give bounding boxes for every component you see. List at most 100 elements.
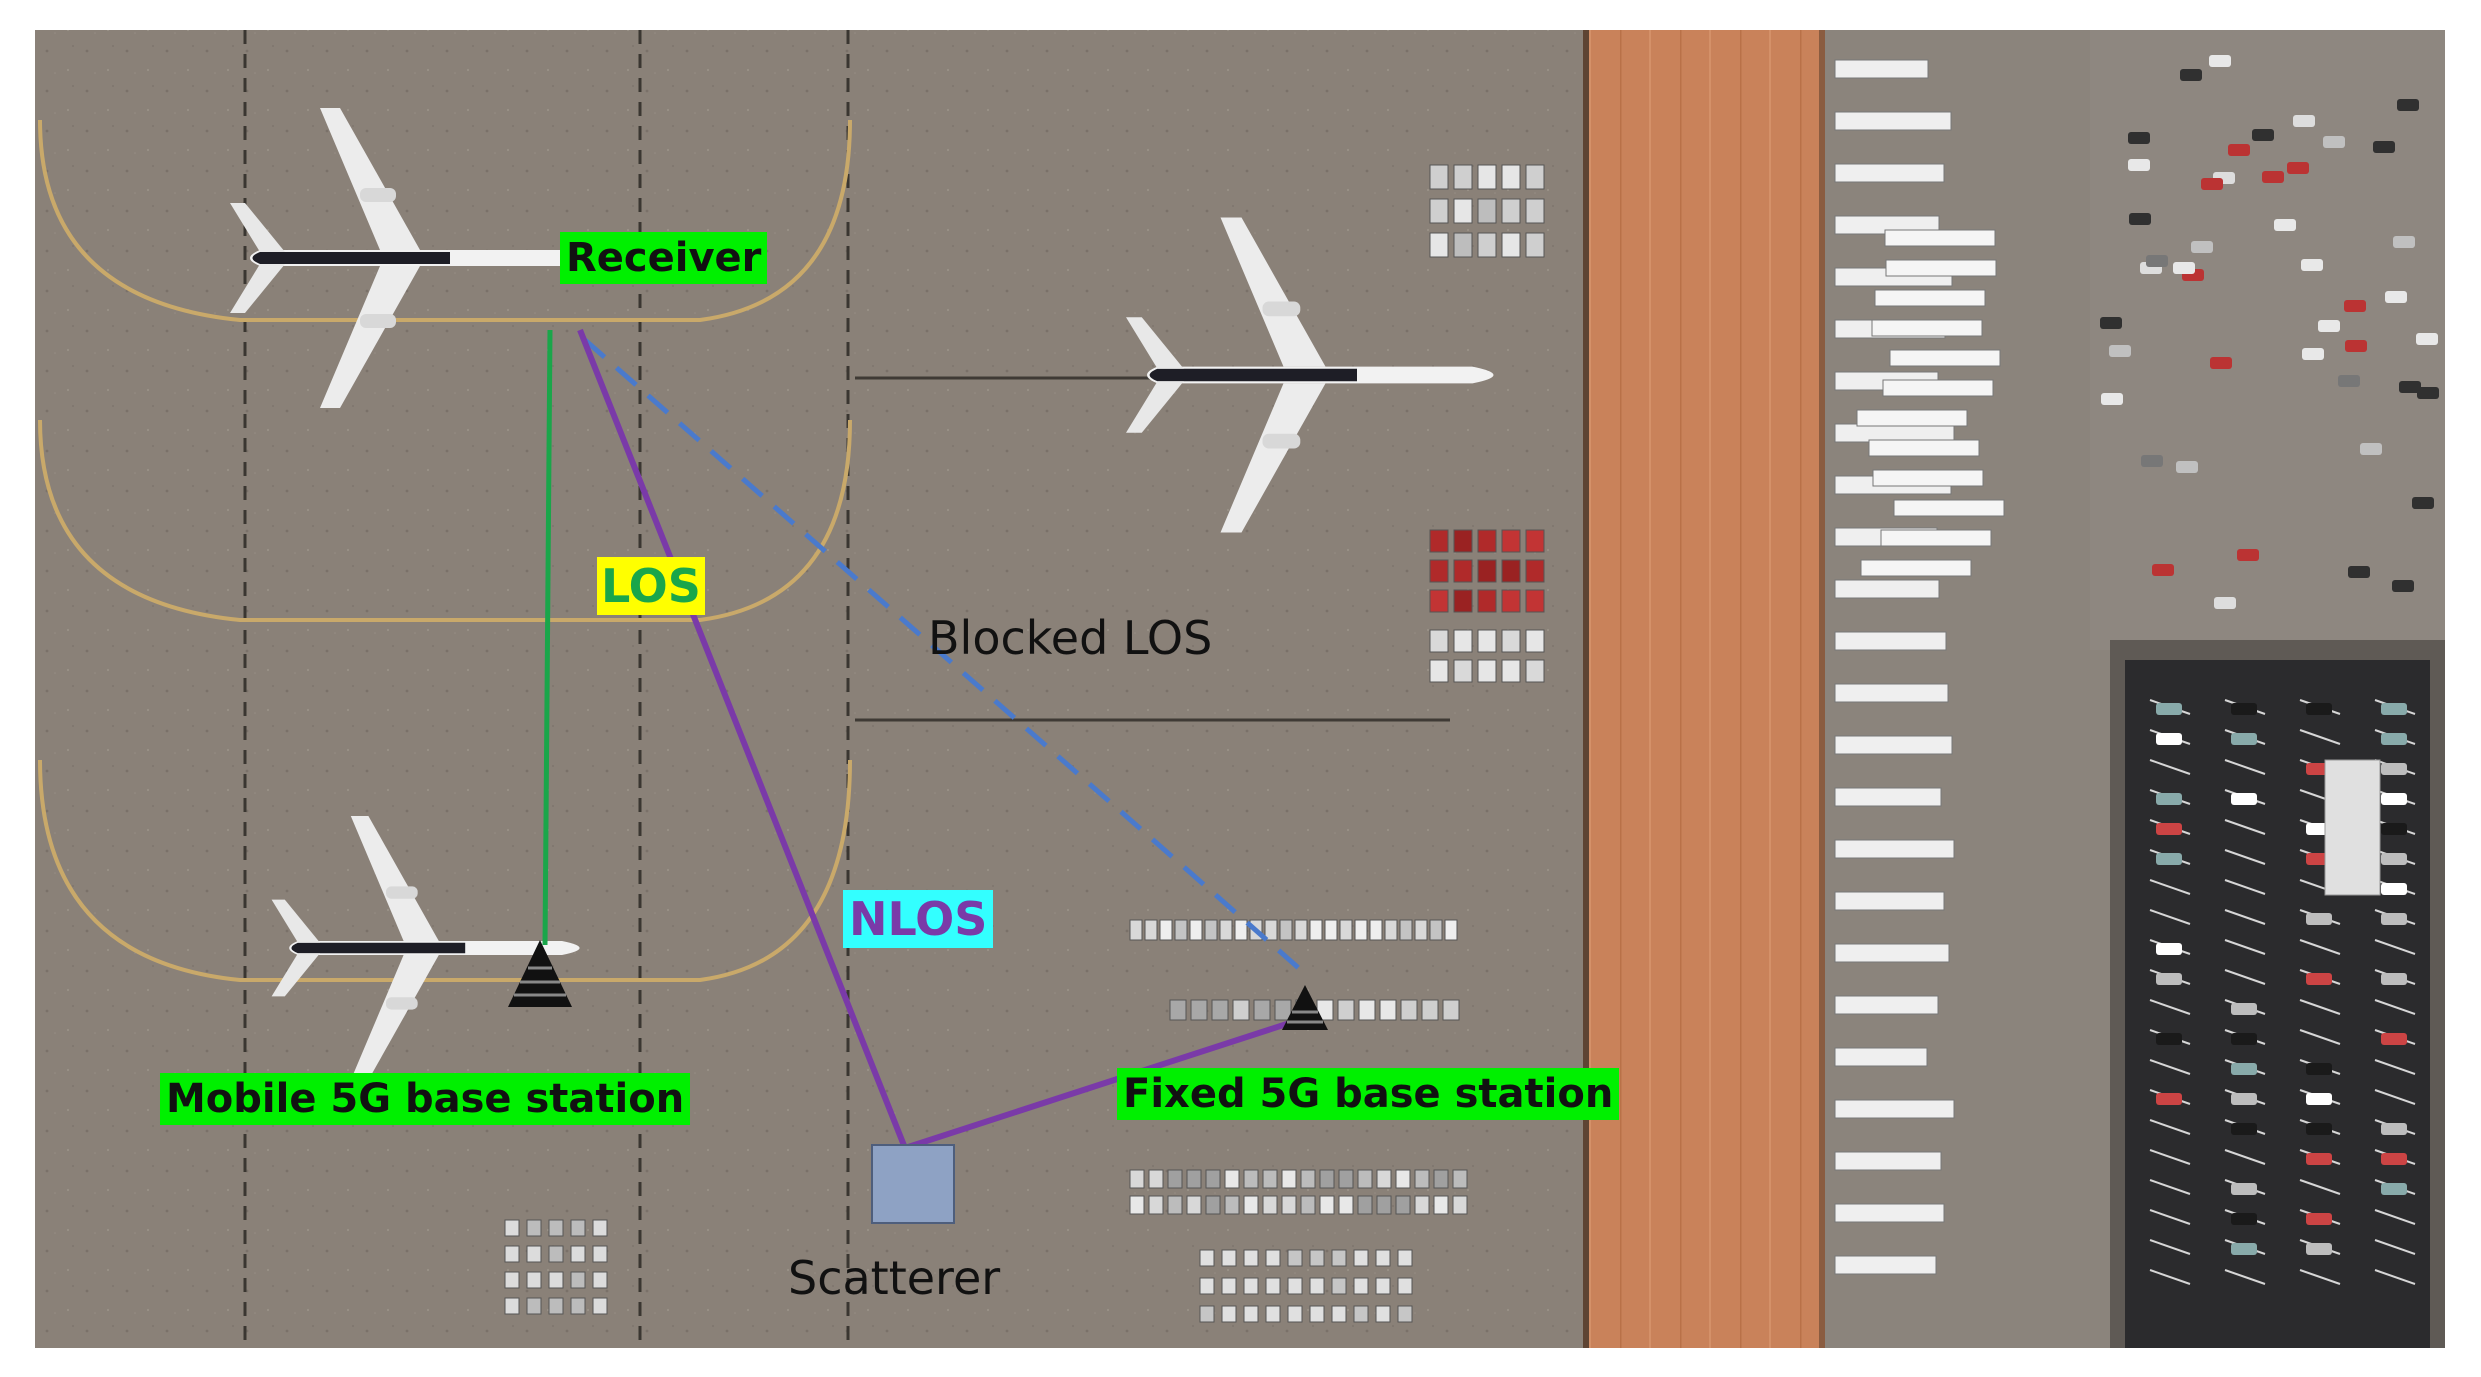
ground-vehicle bbox=[1429, 589, 1449, 613]
ground-vehicle bbox=[1211, 999, 1229, 1021]
parked-car bbox=[2262, 171, 2284, 183]
parked-car bbox=[2381, 1183, 2407, 1195]
parked-car bbox=[2109, 345, 2131, 357]
ground-vehicle bbox=[1421, 999, 1439, 1021]
ground-vehicle bbox=[526, 1219, 542, 1237]
ground-vehicle bbox=[1525, 659, 1545, 683]
parked-car bbox=[2231, 1033, 2257, 1045]
ground-vehicle bbox=[1129, 919, 1143, 941]
parking-line bbox=[2149, 909, 2191, 925]
ground-vehicle bbox=[1399, 919, 1413, 941]
parking-line bbox=[2149, 1149, 2191, 1165]
ground-vehicle bbox=[1525, 629, 1545, 653]
ground-vehicle bbox=[1144, 919, 1158, 941]
fixed-base-station-icon bbox=[1282, 985, 1328, 1030]
parking-line bbox=[2224, 1149, 2266, 1165]
ground-vehicle bbox=[1525, 589, 1545, 613]
ground-vehicle bbox=[1353, 1277, 1369, 1295]
ground-vehicle bbox=[1274, 999, 1292, 1021]
ground-vehicle bbox=[1309, 1305, 1325, 1323]
truck-trailer bbox=[1834, 163, 1945, 183]
parked-car bbox=[2156, 973, 2182, 985]
taxi-guideline bbox=[38, 119, 852, 322]
parked-car bbox=[2146, 255, 2168, 267]
parked-car bbox=[2252, 129, 2274, 141]
parked-car bbox=[2381, 883, 2407, 895]
ground-vehicle bbox=[1429, 559, 1449, 583]
parked-car bbox=[2101, 393, 2123, 405]
ground-vehicle bbox=[1243, 1195, 1259, 1215]
ground-vehicle bbox=[1331, 1249, 1347, 1267]
truck-trailer bbox=[1885, 259, 1997, 277]
ground-vehicle bbox=[1501, 164, 1521, 190]
parked-car bbox=[2306, 1123, 2332, 1135]
ground-vehicle bbox=[1243, 1305, 1259, 1323]
ground-vehicle bbox=[1525, 559, 1545, 583]
ground-vehicle bbox=[1219, 919, 1233, 941]
ground-vehicle bbox=[1429, 198, 1449, 224]
parking-line bbox=[2224, 879, 2266, 895]
parked-car bbox=[2393, 236, 2415, 248]
parking-line bbox=[2374, 1239, 2416, 1255]
truck-trailer bbox=[1893, 499, 2005, 517]
parking-line bbox=[2149, 1209, 2191, 1225]
ground-vehicle bbox=[1429, 919, 1443, 941]
ground-vehicle bbox=[1525, 232, 1545, 258]
truck-trailer bbox=[1834, 683, 1949, 703]
ground-vehicle bbox=[1294, 919, 1308, 941]
parked-car bbox=[2156, 823, 2182, 835]
parked-car bbox=[2381, 793, 2407, 805]
parking-line bbox=[2149, 1239, 2191, 1255]
parked-car bbox=[2129, 213, 2151, 225]
ground-vehicle bbox=[1262, 1195, 1278, 1215]
parked-car bbox=[2231, 1123, 2257, 1135]
parked-car bbox=[2381, 1123, 2407, 1135]
ground-vehicle bbox=[1199, 1249, 1215, 1267]
ground-vehicle bbox=[1453, 164, 1473, 190]
decorations bbox=[38, 30, 2439, 1348]
ground-vehicle bbox=[504, 1297, 520, 1315]
parked-car bbox=[2100, 317, 2122, 329]
ground-vehicle bbox=[1243, 1169, 1259, 1189]
ground-vehicle bbox=[1253, 999, 1271, 1021]
ground-vehicle bbox=[1376, 1169, 1392, 1189]
ground-vehicle bbox=[1265, 1277, 1281, 1295]
parked-car bbox=[2360, 443, 2382, 455]
ground-vehicle bbox=[1395, 1169, 1411, 1189]
parked-car bbox=[2318, 320, 2340, 332]
truck-trailer bbox=[1834, 735, 1953, 755]
ground-vehicle bbox=[1186, 1169, 1202, 1189]
truck-trailer bbox=[1871, 319, 1983, 337]
ground-vehicle bbox=[1169, 999, 1187, 1021]
ground-vehicle bbox=[1190, 999, 1208, 1021]
truck-trailer bbox=[1834, 579, 1940, 599]
parked-car bbox=[2412, 497, 2434, 509]
parking-line bbox=[2374, 1269, 2416, 1285]
parked-car bbox=[2173, 262, 2195, 274]
parked-car bbox=[2381, 913, 2407, 925]
ground-vehicle bbox=[548, 1219, 564, 1237]
ground-vehicle bbox=[1337, 999, 1355, 1021]
ground-vehicle bbox=[1129, 1169, 1145, 1189]
truck-trailer bbox=[1834, 1255, 1937, 1275]
truck-trailer bbox=[1884, 229, 1996, 247]
ground-vehicle bbox=[1232, 999, 1250, 1021]
parked-car bbox=[2381, 853, 2407, 865]
truck-trailer bbox=[1834, 1151, 1942, 1171]
parked-car bbox=[2381, 763, 2407, 775]
ground-vehicle bbox=[1477, 629, 1497, 653]
parked-car bbox=[2416, 333, 2438, 345]
parked-car bbox=[2128, 132, 2150, 144]
ground-vehicle bbox=[1369, 919, 1383, 941]
ground-vehicle bbox=[1338, 1169, 1354, 1189]
truck-trailer bbox=[1856, 409, 1968, 427]
ground-vehicle bbox=[1477, 232, 1497, 258]
truck-trailer bbox=[1834, 943, 1950, 963]
ground-vehicle bbox=[526, 1245, 542, 1263]
ground-vehicle bbox=[1265, 1249, 1281, 1267]
parked-car bbox=[2344, 300, 2366, 312]
parking-line bbox=[2149, 879, 2191, 895]
ground-vehicle bbox=[1453, 198, 1473, 224]
ground-vehicle bbox=[1358, 999, 1376, 1021]
